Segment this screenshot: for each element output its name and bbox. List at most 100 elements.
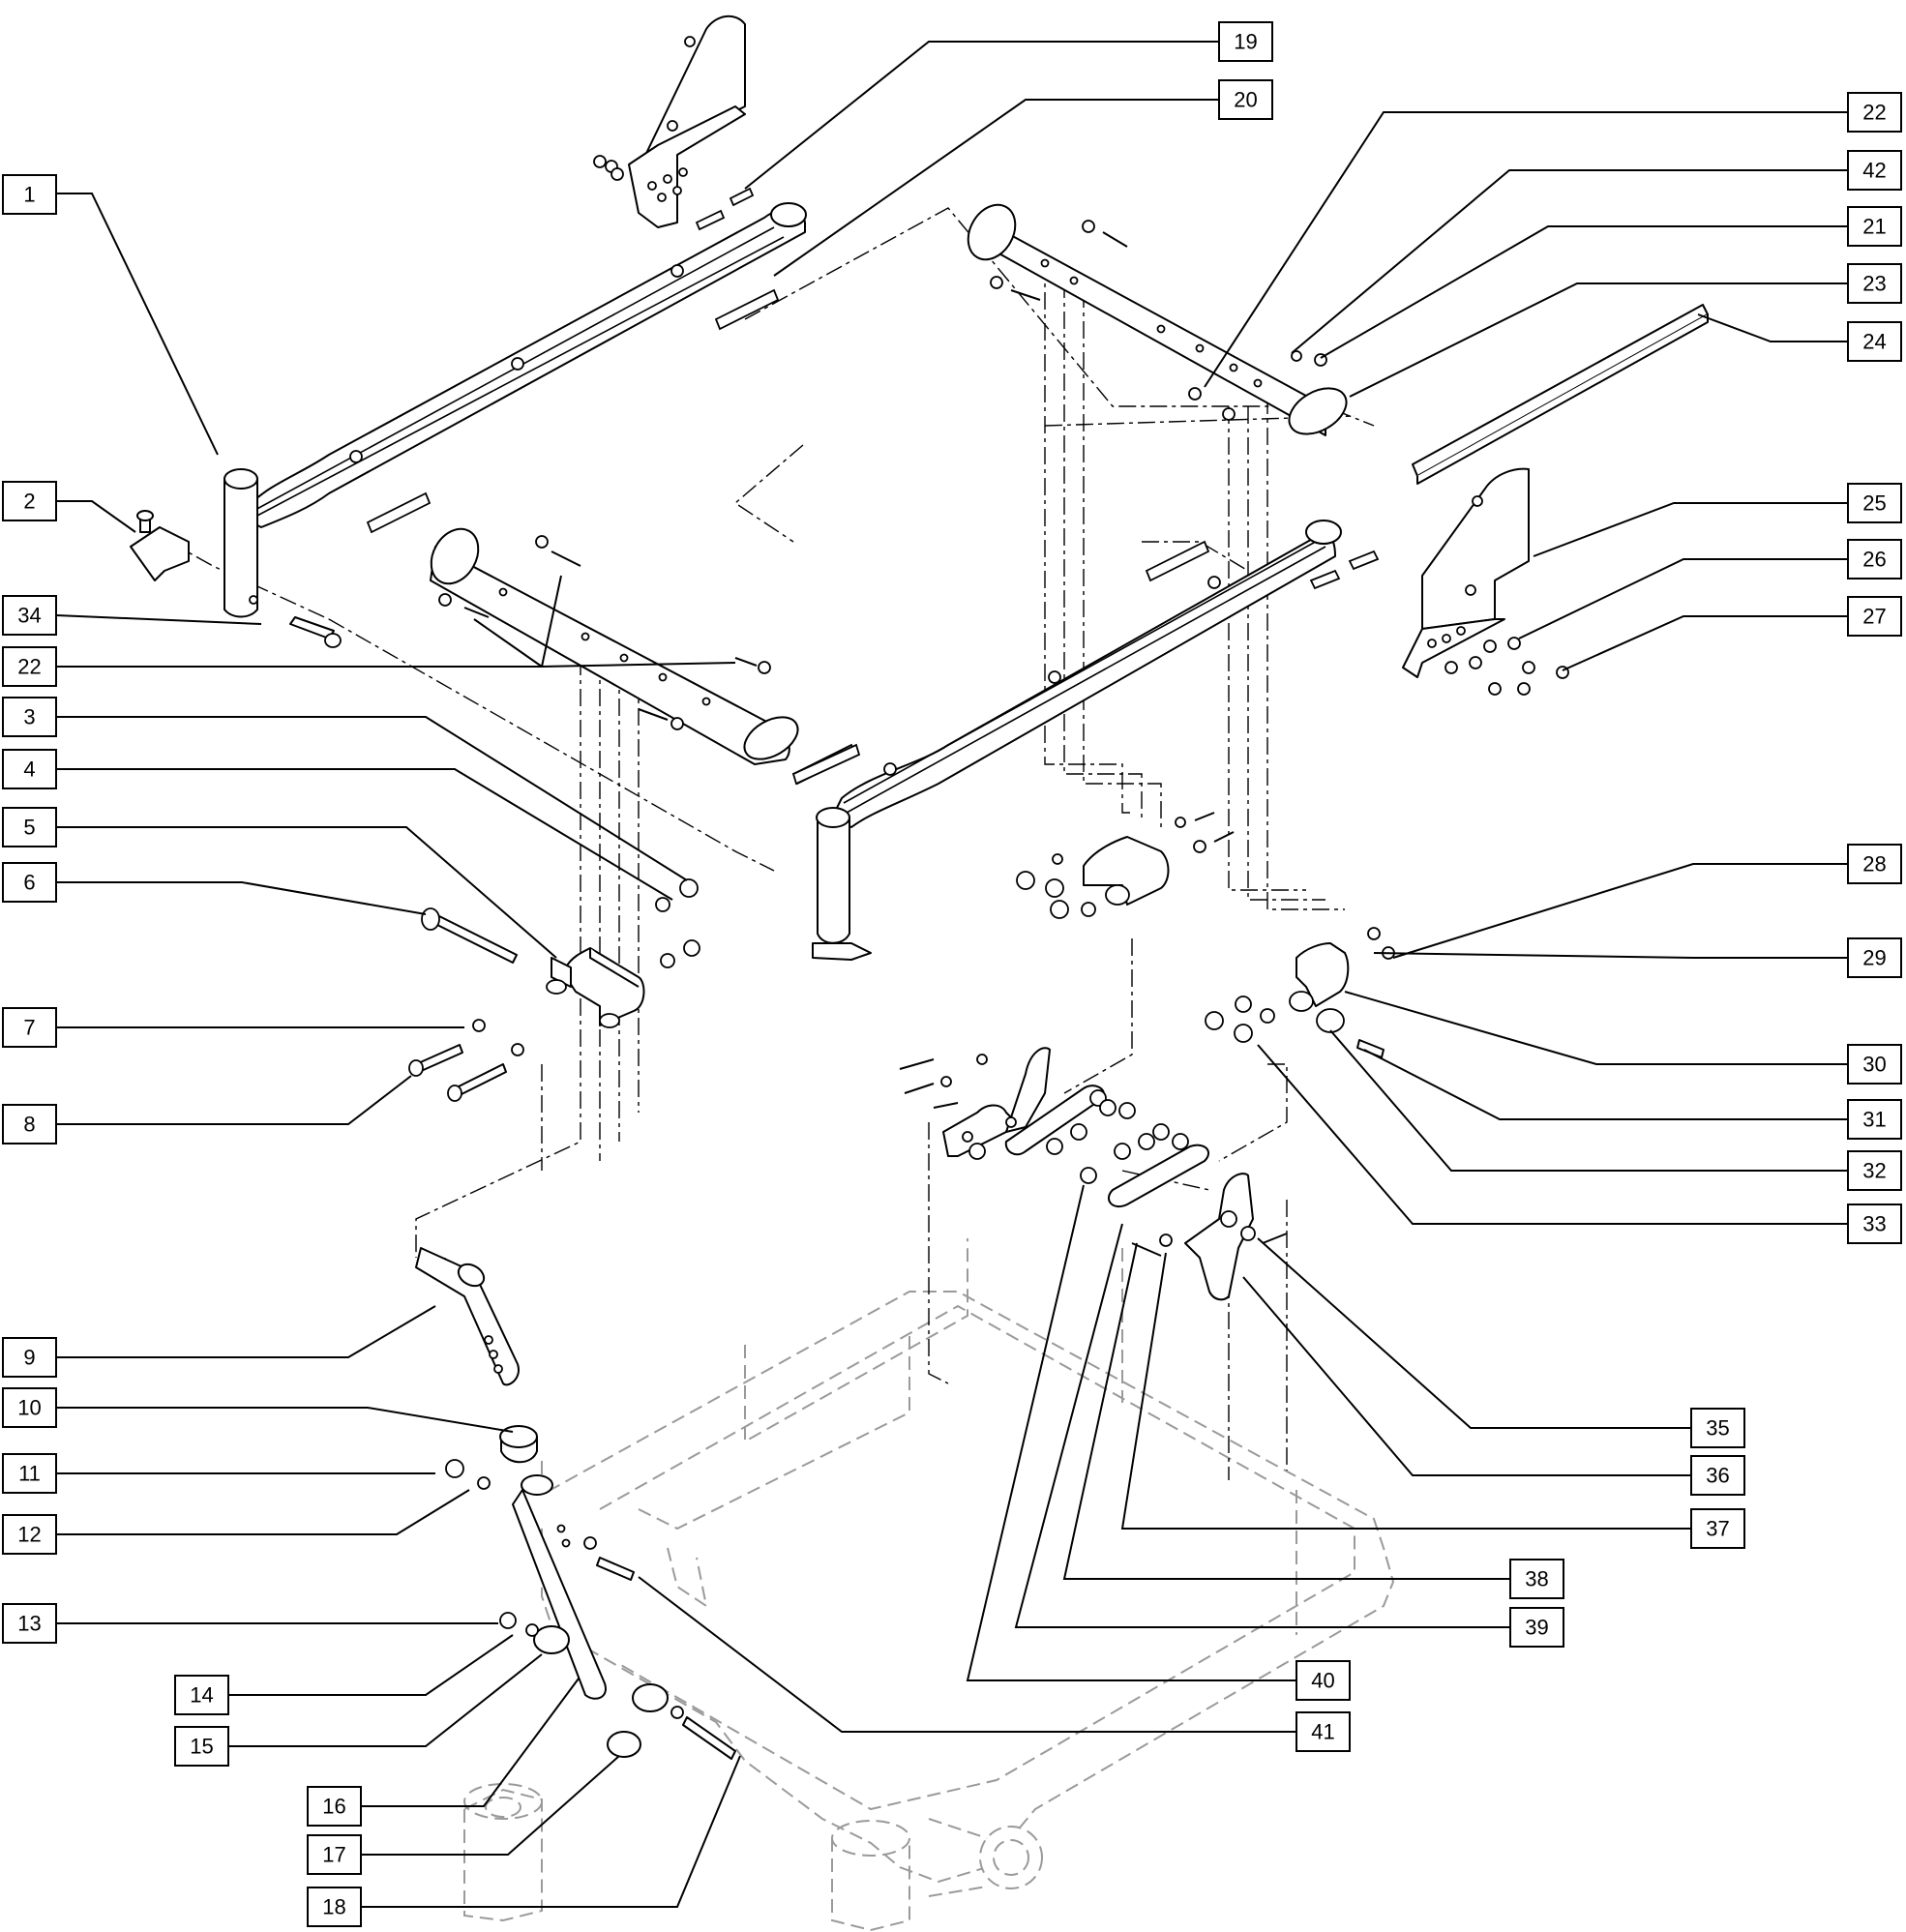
svg-text:8: 8	[23, 1113, 35, 1137]
callout-1: 1	[2, 174, 57, 215]
callout-boxes: 1 2 34 22 3 4 5 6 7 8 9 10 11 12 13 14 1…	[2, 21, 1902, 1927]
callout-20: 20	[1218, 79, 1273, 120]
svg-text:32: 32	[1862, 1159, 1886, 1183]
callout-21: 21	[1847, 206, 1902, 247]
callout-32: 32	[1847, 1150, 1902, 1191]
callout-34: 34	[2, 595, 57, 636]
svg-text:14: 14	[190, 1683, 213, 1708]
bolt-34	[289, 616, 342, 648]
svg-text:9: 9	[23, 1346, 35, 1370]
svg-text:5: 5	[23, 816, 35, 840]
callout-17: 17	[307, 1834, 362, 1875]
svg-text:15: 15	[190, 1735, 213, 1759]
svg-text:1: 1	[23, 183, 35, 207]
callout-23: 23	[1847, 263, 1902, 304]
callout-42: 42	[1847, 150, 1902, 191]
callout-16: 16	[307, 1786, 362, 1827]
svg-text:24: 24	[1862, 330, 1886, 354]
left-hinge-bracket	[472, 878, 700, 1056]
callout-5: 5	[2, 807, 57, 847]
callout-9: 9	[2, 1337, 57, 1378]
callout-36: 36	[1690, 1455, 1745, 1496]
left-cross-tube	[430, 527, 861, 786]
callout-40: 40	[1295, 1660, 1351, 1701]
callout-31: 31	[1847, 1099, 1902, 1140]
bolts-8	[408, 1044, 507, 1102]
callout-6: 6	[2, 862, 57, 903]
right-rail-bar	[1412, 304, 1709, 485]
callout-38: 38	[1509, 1559, 1564, 1599]
svg-text:31: 31	[1862, 1108, 1886, 1132]
svg-text:3: 3	[23, 705, 35, 729]
callout-39: 39	[1509, 1607, 1564, 1648]
svg-text:17: 17	[322, 1843, 345, 1867]
svg-text:36: 36	[1706, 1464, 1729, 1488]
callout-3: 3	[2, 697, 57, 737]
svg-text:7: 7	[23, 1016, 35, 1040]
svg-text:13: 13	[17, 1612, 41, 1636]
svg-text:34: 34	[17, 604, 41, 628]
left-side-rail	[223, 202, 807, 618]
callout-22-right: 22	[1847, 92, 1902, 133]
svg-text:23: 23	[1862, 272, 1886, 296]
callout-8: 8	[2, 1104, 57, 1144]
svg-text:4: 4	[23, 758, 35, 782]
svg-text:35: 35	[1706, 1416, 1729, 1441]
svg-text:39: 39	[1525, 1616, 1548, 1640]
right-mounting-plate	[1145, 467, 1569, 696]
callout-41: 41	[1295, 1711, 1351, 1752]
caster-post	[415, 1247, 736, 1760]
callout-28: 28	[1847, 844, 1902, 884]
callout-29: 29	[1847, 937, 1902, 978]
svg-text:33: 33	[1862, 1212, 1886, 1236]
svg-text:29: 29	[1862, 946, 1886, 970]
base-frame-ghost	[463, 1238, 1395, 1932]
right-cross-tube	[967, 203, 1348, 436]
callout-2: 2	[2, 481, 57, 521]
svg-text:16: 16	[322, 1795, 345, 1819]
callout-7: 7	[2, 1007, 57, 1048]
svg-text:11: 11	[18, 1462, 41, 1486]
svg-text:28: 28	[1862, 852, 1886, 877]
armrest-clamp	[130, 510, 190, 581]
callout-12: 12	[2, 1514, 57, 1555]
right-side-rail	[812, 520, 1342, 961]
lower-link-plates	[899, 1047, 1288, 1301]
svg-text:21: 21	[1862, 215, 1886, 239]
svg-text:26: 26	[1862, 548, 1886, 572]
callout-26: 26	[1847, 539, 1902, 580]
callout-25: 25	[1847, 483, 1902, 523]
callout-33: 33	[1847, 1204, 1902, 1244]
svg-text:22: 22	[1862, 101, 1886, 125]
svg-text:30: 30	[1862, 1053, 1886, 1077]
right-hinge-bracket	[1205, 927, 1395, 1058]
svg-text:6: 6	[23, 871, 35, 895]
svg-text:20: 20	[1234, 88, 1257, 112]
callout-22: 22	[2, 646, 57, 687]
svg-text:12: 12	[17, 1523, 41, 1547]
svg-text:22: 22	[17, 655, 41, 679]
callout-37: 37	[1690, 1508, 1745, 1549]
callout-27: 27	[1847, 596, 1902, 637]
svg-text:10: 10	[17, 1396, 41, 1420]
svg-text:37: 37	[1706, 1517, 1729, 1541]
callout-19: 19	[1218, 21, 1273, 62]
callout-11: 11	[2, 1453, 57, 1494]
top-left-bracket	[593, 15, 755, 231]
pin-6	[421, 907, 518, 964]
callout-30: 30	[1847, 1044, 1902, 1085]
svg-text:27: 27	[1862, 605, 1886, 629]
callout-18: 18	[307, 1887, 362, 1927]
leader-lines	[55, 41, 1848, 1908]
callout-4: 4	[2, 749, 57, 789]
svg-text:25: 25	[1862, 491, 1886, 516]
svg-text:41: 41	[1311, 1720, 1334, 1744]
svg-text:42: 42	[1862, 159, 1886, 183]
left-rail-clips	[366, 288, 857, 786]
callout-15: 15	[174, 1726, 229, 1767]
callout-10: 10	[2, 1387, 57, 1428]
svg-text:38: 38	[1525, 1567, 1548, 1591]
callout-13: 13	[2, 1603, 57, 1644]
center-hinge-bracket	[1016, 812, 1235, 919]
